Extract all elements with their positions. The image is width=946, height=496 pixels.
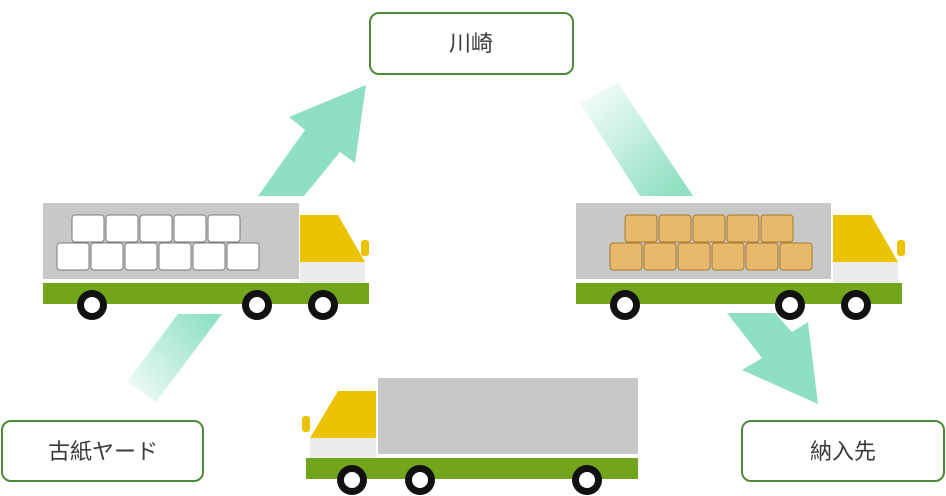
- wheel: [572, 465, 602, 495]
- wastepaper-bales: [56, 214, 260, 271]
- wheel: [610, 290, 640, 320]
- node-kawasaki-label: 川崎: [449, 32, 493, 57]
- node-delivery-destination: 納入先: [741, 420, 945, 482]
- truck-right: [576, 203, 905, 320]
- flow-arrow-truck-to-destination: [727, 313, 818, 404]
- wheel: [841, 290, 871, 320]
- node-wastepaper-yard: 古紙ヤード: [1, 420, 204, 482]
- cargo-box: [378, 378, 638, 454]
- truck-left: [43, 203, 369, 320]
- flow-arrow-truck-to-kawasaki: [258, 85, 366, 196]
- truck-bottom: [302, 378, 638, 495]
- node-delivery-destination-label: 納入先: [810, 440, 876, 465]
- wheel: [337, 465, 367, 495]
- wheel: [775, 290, 805, 320]
- node-wastepaper-yard-label: 古紙ヤード: [48, 440, 158, 465]
- node-kawasaki: 川崎: [369, 12, 574, 75]
- flow-arrow-yard-to-truck: [127, 314, 222, 402]
- wheel: [242, 290, 272, 320]
- wheel: [405, 465, 435, 495]
- wheel: [77, 290, 107, 320]
- product-bales: [609, 214, 813, 271]
- flow-arrow-kawasaki-to-truck: [580, 83, 693, 196]
- wheel: [308, 290, 338, 320]
